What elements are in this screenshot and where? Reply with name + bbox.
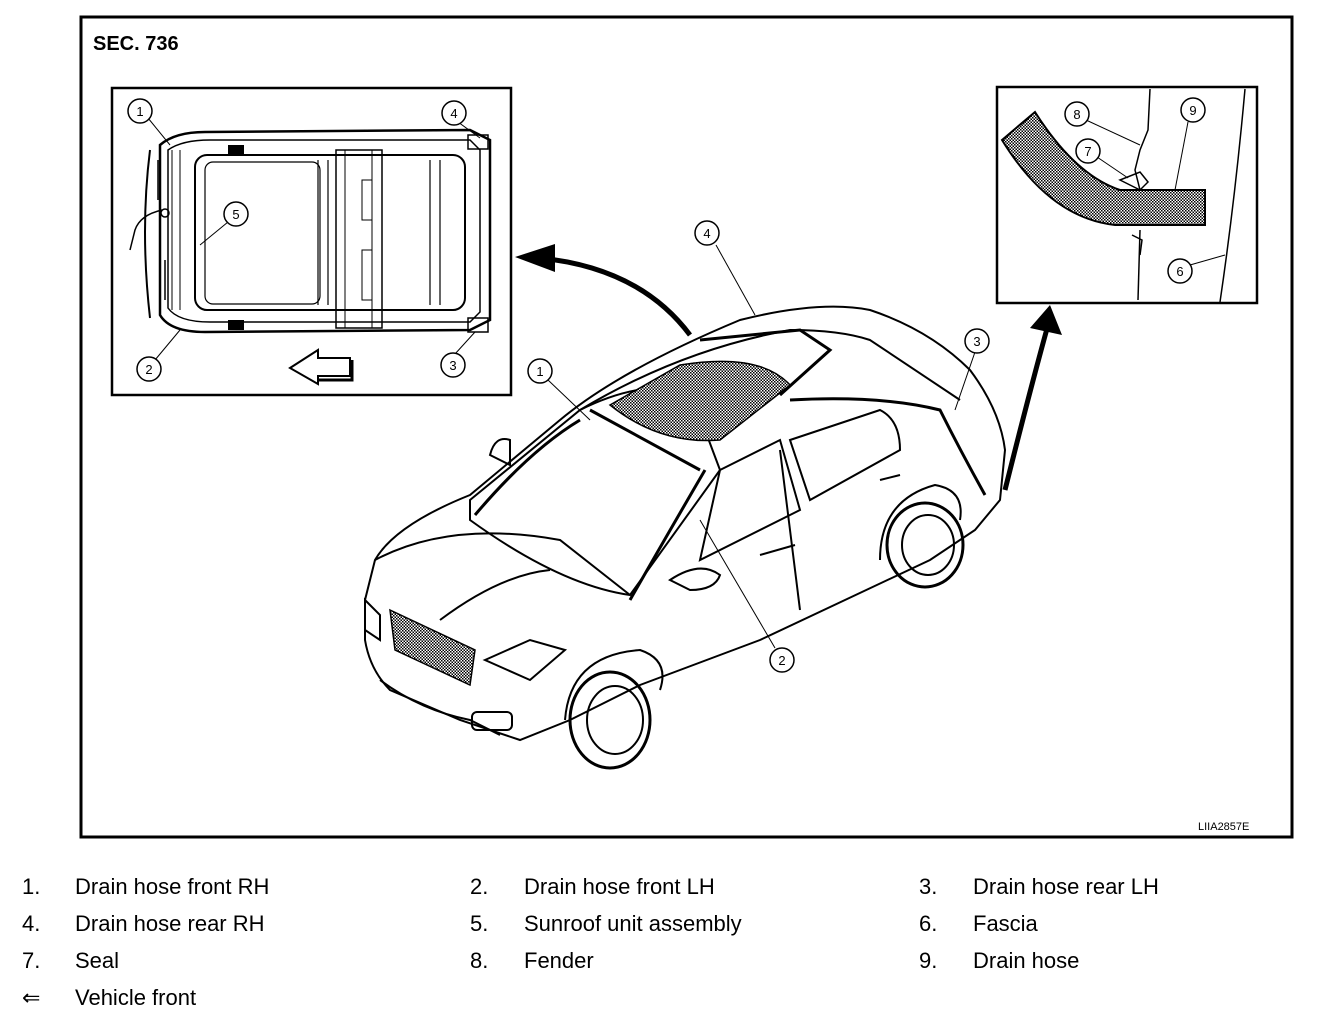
callout-3: 3 [440, 352, 466, 378]
legend-text: Seal [75, 948, 120, 973]
figure-frame [79, 15, 1294, 839]
legend-text: Sunroof unit assembly [524, 911, 742, 936]
legend-num: 9. [919, 948, 938, 973]
callout-8: 8 [1064, 101, 1090, 127]
svg-text:6: 6 [1176, 264, 1183, 279]
callout-4-car: 4 [694, 220, 720, 246]
svg-text:7: 7 [1084, 144, 1091, 159]
callout-1-car: 1 [527, 358, 553, 384]
legend-text: Drain hose [973, 948, 1080, 973]
legend-text: Fender [524, 948, 594, 973]
figure-code: LIIA2857E [1198, 821, 1249, 833]
legend-num: 8. [470, 948, 489, 973]
legend-text: Fascia [973, 911, 1038, 936]
legend-text: Drain hose rear LH [973, 874, 1159, 899]
legend-num: 2. [470, 874, 489, 899]
section-label: SEC. 736 [93, 33, 179, 55]
legend-text: Drain hose front LH [524, 874, 715, 899]
svg-text:1: 1 [536, 364, 543, 379]
legend-num: 1. [22, 874, 41, 899]
vehicle-front-arrow-icon: ⇐ [22, 985, 41, 1010]
svg-text:3: 3 [973, 334, 980, 349]
svg-text:4: 4 [703, 226, 710, 241]
callouts: 1 4 5 2 3 4 1 3 2 8 9 7 6 [127, 97, 1206, 673]
svg-text:1: 1 [136, 104, 143, 119]
svg-text:2: 2 [145, 362, 152, 377]
callout-5: 5 [223, 201, 249, 227]
sunroof-drain-diagram: SEC. 736 LIIA2857E [79, 15, 1294, 839]
svg-text:4: 4 [450, 106, 457, 121]
legend-text: Drain hose front RH [75, 874, 270, 899]
svg-text:8: 8 [1073, 107, 1080, 122]
callout-2-car: 2 [769, 647, 795, 673]
legend-num: 4. [22, 911, 41, 936]
svg-text:9: 9 [1189, 103, 1196, 118]
legend-text: Drain hose rear RH [75, 911, 265, 936]
callout-4: 4 [441, 100, 467, 126]
pointer-arrow-right [1002, 324, 1051, 491]
legend-num: 6. [919, 911, 938, 936]
pointer-arrow-left [539, 255, 693, 337]
svg-text:5: 5 [232, 207, 239, 222]
parts-legend: 1. Drain hose front RH 2. Drain hose fro… [0, 868, 1328, 1018]
svg-text:3: 3 [449, 358, 456, 373]
callout-2: 2 [136, 356, 162, 382]
sunroof-unit-inset [110, 86, 513, 397]
legend-num: 5. [470, 911, 489, 936]
legend-text: Vehicle front [75, 985, 197, 1010]
callout-7: 7 [1075, 138, 1101, 164]
callout-1: 1 [127, 98, 153, 124]
legend-num: 7. [22, 948, 41, 973]
callout-6: 6 [1167, 258, 1193, 284]
svg-text:2: 2 [778, 653, 785, 668]
legend-num: 3. [919, 874, 938, 899]
vehicle-illustration [364, 244, 1007, 770]
callout-3-car: 3 [964, 328, 990, 354]
callout-9: 9 [1180, 97, 1206, 123]
fender-detail-inset [995, 85, 1259, 305]
